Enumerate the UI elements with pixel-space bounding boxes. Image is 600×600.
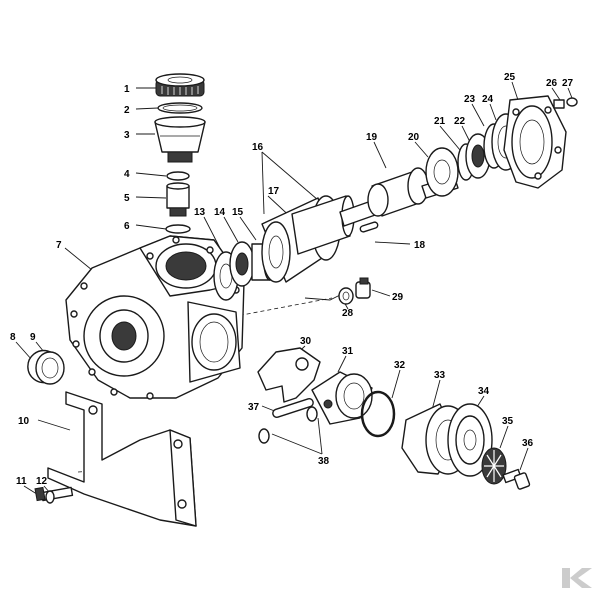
shaft-seal — [35, 351, 65, 385]
callout-28: 28 — [342, 308, 354, 319]
bearing-20 — [425, 147, 459, 197]
callout-22: 22 — [454, 116, 466, 127]
callout-29: 29 — [392, 292, 404, 303]
mounting-bracket — [47, 391, 197, 527]
callout-23: 23 — [464, 94, 476, 105]
bearing-14 — [229, 241, 255, 287]
callout-15: 15 — [232, 207, 244, 218]
callout-7: 7 — [56, 240, 62, 251]
callout-34: 34 — [478, 386, 490, 397]
washer-28 — [338, 287, 354, 305]
callout-13: 13 — [194, 207, 206, 218]
callout-16: 16 — [252, 142, 264, 153]
callout-20: 20 — [408, 132, 420, 143]
k-logo-icon — [562, 568, 592, 588]
callout-35: 35 — [502, 416, 514, 427]
callout-3: 3 — [124, 130, 130, 141]
callout-32: 32 — [394, 360, 406, 371]
callout-14: 14 — [214, 207, 226, 218]
callout-labels: 1 2 3 4 5 6 7 8 9 10 11 12 13 14 15 16 1… — [10, 72, 574, 487]
filler-cap — [155, 73, 205, 97]
circlips-38 — [258, 406, 318, 444]
callout-11: 11 — [16, 476, 27, 487]
screw-36 — [502, 468, 531, 490]
connecting-rod-30 — [257, 347, 321, 403]
callout-24: 24 — [482, 94, 494, 105]
end-cover — [503, 95, 567, 189]
callout-31: 31 — [342, 346, 354, 357]
callout-37: 37 — [248, 402, 260, 413]
callout-18: 18 — [414, 240, 426, 251]
callout-5: 5 — [124, 193, 130, 204]
callout-1: 1 — [124, 84, 130, 95]
cap-gasket — [157, 102, 203, 114]
callout-38: 38 — [318, 456, 330, 467]
callout-10: 10 — [18, 416, 30, 427]
callout-4: 4 — [124, 169, 130, 180]
callout-21: 21 — [434, 116, 446, 127]
valve-disc-35 — [481, 447, 507, 485]
callout-17: 17 — [268, 186, 280, 197]
reservoir-fitting — [166, 182, 190, 217]
callout-6: 6 — [124, 221, 130, 232]
callout-27: 27 — [562, 78, 574, 89]
callout-25: 25 — [504, 72, 516, 83]
plug-29 — [355, 277, 371, 299]
callout-30: 30 — [300, 336, 312, 347]
key-18 — [359, 221, 379, 233]
callout-8: 8 — [10, 332, 16, 343]
pin-37 — [272, 398, 314, 418]
o-ring-fitting — [165, 224, 191, 234]
callout-12: 12 — [36, 476, 48, 487]
callout-9: 9 — [30, 332, 36, 343]
bracket-washer — [45, 490, 55, 504]
callout-33: 33 — [434, 370, 446, 381]
callout-2: 2 — [124, 105, 130, 116]
plug-26 — [553, 99, 565, 109]
oring-32 — [360, 390, 396, 438]
callout-19: 19 — [366, 132, 378, 143]
diaphragm-34 — [447, 403, 493, 477]
oil-reservoir — [154, 116, 206, 163]
washer-27 — [566, 97, 578, 107]
o-ring-small — [166, 171, 190, 181]
callout-36: 36 — [522, 438, 534, 449]
callout-26: 26 — [546, 78, 558, 89]
